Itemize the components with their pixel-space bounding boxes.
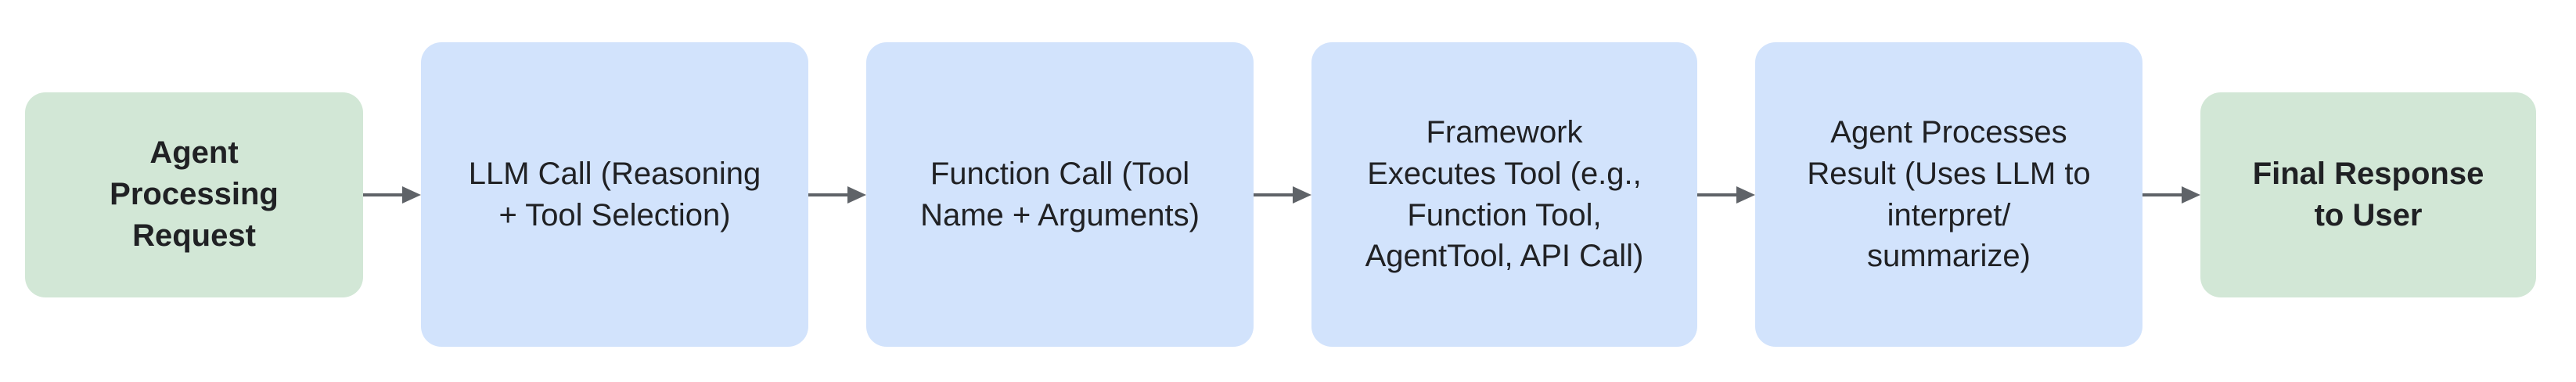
node-label: LLM Call (Reasoning + Tool Selection) — [468, 156, 761, 232]
arrow-head — [2182, 186, 2200, 204]
arrow-head — [1736, 186, 1755, 204]
flow-arrow-icon — [1254, 186, 1311, 204]
arrow-head — [847, 186, 866, 204]
flow-arrow-icon — [2142, 186, 2200, 204]
node-label: Framework Executes Tool (e.g., Function … — [1365, 114, 1644, 274]
node-agent-processing-request: Agent Processing Request — [25, 92, 363, 297]
node-function-call: Function Call (Tool Name + Arguments) — [866, 42, 1254, 347]
arrow-head — [402, 186, 421, 204]
arrow-head — [1293, 186, 1311, 204]
node-llm-call: LLM Call (Reasoning + Tool Selection) — [421, 42, 808, 347]
flow-arrow-icon — [808, 186, 866, 204]
node-label: Final Response to User — [2252, 156, 2484, 232]
node-agent-processes-result: Agent Processes Result (Uses LLM to inte… — [1755, 42, 2142, 347]
flow-arrow-icon — [363, 186, 421, 204]
node-label: Function Call (Tool Name + Arguments) — [920, 156, 1200, 232]
node-final-response-to-user: Final Response to User — [2200, 92, 2536, 297]
node-label: Agent Processes Result (Uses LLM to inte… — [1807, 114, 2091, 274]
node-framework-executes-tool: Framework Executes Tool (e.g., Function … — [1311, 42, 1697, 347]
node-label: Agent Processing Request — [110, 135, 279, 253]
flow-arrow-icon — [1697, 186, 1755, 204]
